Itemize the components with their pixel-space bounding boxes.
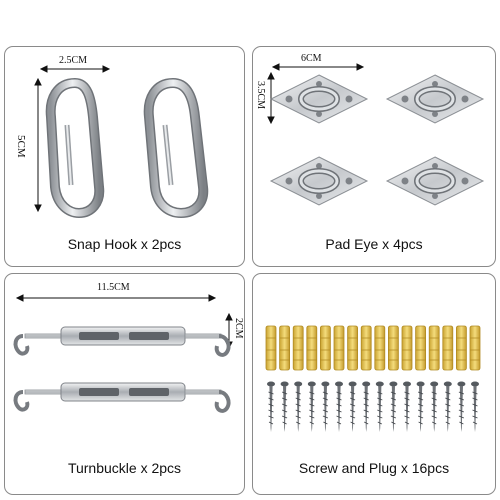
screw (470, 381, 480, 433)
screw (416, 381, 426, 433)
snap-hook-illustration (34, 65, 209, 219)
screw (443, 381, 453, 433)
screw (375, 381, 385, 433)
width-dimension-arrow (39, 65, 111, 73)
pad-eye-height-label: 3.5CM (255, 81, 266, 110)
plug (469, 325, 481, 371)
snap-hook-width-label: 2.5CM (59, 55, 88, 66)
plug (319, 325, 331, 371)
plug (333, 325, 345, 371)
plug (387, 325, 399, 371)
pad-eye-2 (387, 75, 483, 123)
turnbuckle-1 (13, 325, 231, 357)
pad-eye-width-label: 6CM (301, 53, 322, 64)
pad-eye-1 (271, 75, 367, 123)
screw (388, 381, 398, 433)
plug (401, 325, 413, 371)
screw (307, 381, 317, 433)
plug (374, 325, 386, 371)
screw (348, 381, 358, 433)
plug (428, 325, 440, 371)
pad-eye-caption: Pad Eye x 4pcs (325, 236, 423, 252)
screw (334, 381, 344, 433)
snap-hook-panel: 2.5CM 5CM Snap Hook x 2pcs (4, 46, 245, 267)
plug (347, 325, 359, 371)
pad-eye-4 (387, 157, 483, 205)
height-dimension-arrow (267, 71, 275, 125)
screw (402, 381, 412, 433)
snap-hook-caption: Snap Hook x 2pcs (67, 236, 182, 252)
turnbuckle-height-label: 2CM (233, 318, 244, 339)
pad-eye-illustration (267, 63, 496, 267)
screw-plug-panel: Screw and Plug x 16pcs (252, 273, 496, 495)
snap-hook-2 (143, 77, 209, 219)
screw-plug-caption: Screw and Plug x 16pcs (298, 460, 450, 476)
screw (280, 381, 290, 433)
screw (293, 381, 303, 433)
pad-eye-panel: 6CM 3.5CM Pad Eye x 4pcs (252, 46, 496, 267)
turnbuckle-caption: Turnbuckle x 2pcs (67, 460, 182, 476)
plug (265, 325, 277, 371)
screw-row (266, 381, 480, 433)
plug (415, 325, 427, 371)
screw (361, 381, 371, 433)
screw (429, 381, 439, 433)
plug (442, 325, 454, 371)
screw (320, 381, 330, 433)
turnbuckle-illustration (13, 294, 233, 413)
plug (279, 325, 291, 371)
screw (456, 381, 466, 433)
snap-hook-height-label: 5CM (15, 135, 27, 158)
plug (306, 325, 318, 371)
width-dimension-arrow (271, 63, 365, 71)
turnbuckle-2 (13, 381, 231, 413)
pad-eye-3 (271, 157, 367, 205)
plug (455, 325, 467, 371)
width-dimension-arrow (15, 294, 217, 302)
height-dimension-arrow (34, 77, 42, 213)
plug (292, 325, 304, 371)
turnbuckle-panel: 11.5CM 2CM Turnbuckle x 2pcs (4, 273, 245, 495)
plug (360, 325, 372, 371)
snap-hook-1 (45, 77, 105, 219)
turnbuckle-width-label: 11.5CM (97, 282, 130, 293)
plug-row (265, 325, 481, 371)
screw (266, 381, 276, 433)
